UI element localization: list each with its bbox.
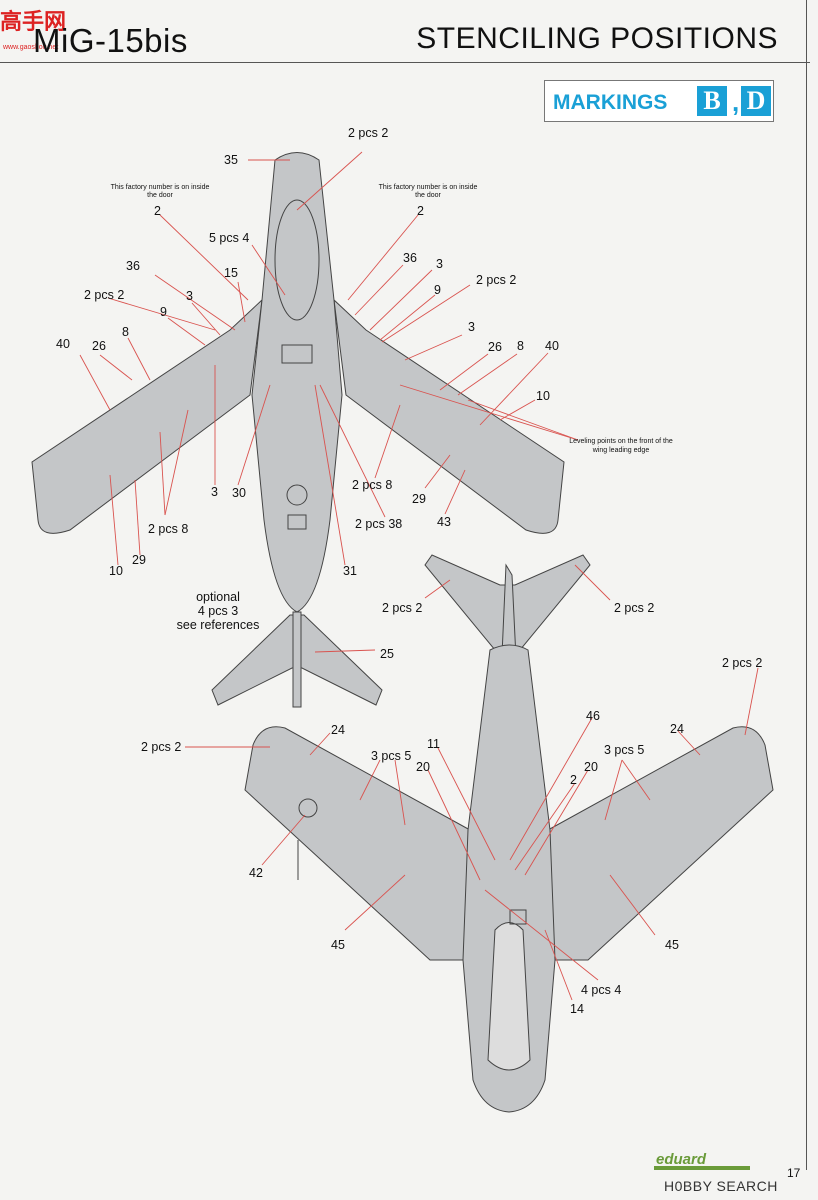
bottom-hatch [509,909,527,925]
bottom-fuselage [462,644,556,1113]
callout-b-46: 46 [586,709,600,723]
callout-10-right: 10 [536,389,550,403]
markings-label: MARKINGS [553,91,668,114]
top-view-aircraft [31,152,565,708]
callout-2pcs8-center: 2 pcs 8 [352,478,393,492]
marking-letter-d: D [741,86,771,116]
callout-2pcs2-left: 2 pcs 2 [84,288,125,302]
optional-line-3: see references [176,618,260,632]
callout-b-14: 14 [570,1002,584,1016]
top-left-wing [31,298,263,534]
callout-9-left: 9 [160,305,167,319]
callout-8-left: 8 [122,325,129,339]
callout-3-left-a: 3 [186,289,193,303]
callout-36-left: 36 [126,259,140,273]
callout-b-24-right: 24 [670,722,684,736]
bottom-panel-42 [298,798,318,818]
callout-29-right: 29 [412,492,426,506]
note-leveling: Leveling points on the front of the wing… [569,438,673,454]
callout-30: 30 [232,486,246,500]
callout-b-20-left: 20 [416,760,430,774]
top-hatch [287,514,307,530]
marking-letter-b: B [697,86,727,116]
top-tail-fin [292,611,302,708]
bottom-canopy-bulge [487,922,531,1071]
page-number: 17 [787,1166,801,1180]
top-center-panel [281,344,313,364]
brand-logo: eduard [656,1151,707,1168]
watermark-logo: 高手网 www.gaoshou.net [0,0,80,62]
callout-b-20-right: 20 [584,760,598,774]
page-border-right [806,0,807,1170]
callout-3-bottom: 3 [211,485,218,499]
callout-2pcs2-top: 2 pcs 2 [348,126,389,140]
note-door-right: This factory number is on inside the doo… [378,184,478,199]
callout-35: 35 [224,153,238,167]
bottom-left-wing [244,726,471,961]
marking-separator: , [732,87,740,117]
callout-40-right: 40 [545,339,559,353]
watermark-url: www.gaoshou.net [3,44,59,51]
callout-b-42: 42 [249,866,263,880]
callout-43: 43 [437,515,451,529]
callout-b-2: 2 [570,773,577,787]
callout-15: 15 [224,266,238,280]
callout-2-right: 2 [417,204,424,218]
optional-line-1: optional [196,590,240,604]
watermark-text: 高手网 [0,9,67,34]
callout-3-right-a: 3 [436,257,443,271]
callout-26-right: 26 [488,340,502,354]
callout-2pcs38: 2 pcs 38 [355,517,403,531]
callout-5pcs4: 5 pcs 4 [209,231,250,245]
callout-b-24-left: 24 [331,723,345,737]
section-title: STENCILING POSITIONS [416,22,778,55]
callout-29-left: 29 [132,553,146,567]
callout-b-11: 11 [427,737,440,751]
source-watermark: H0BBY SEARCH [664,1178,778,1194]
callout-40-left: 40 [56,337,70,351]
leader-lines [79,151,759,1001]
bottom-view-aircraft [244,554,774,1113]
callout-36-right: 36 [403,251,417,265]
callout-b-2pcs2-wingtip-left: 2 pcs 2 [141,740,182,754]
callout-b-45-right: 45 [665,938,679,952]
top-intake-panel [274,199,320,321]
callout-b-2pcs2-tail-right: 2 pcs 2 [614,601,655,615]
callout-31: 31 [343,564,357,578]
callout-b-4pcs4: 4 pcs 4 [581,983,622,997]
callout-26-left: 26 [92,339,106,353]
callout-2-left: 2 [154,204,161,218]
page-title: MiG-15bis [33,22,188,59]
optional-line-2: 4 pcs 3 [197,604,239,618]
bottom-right-wing [547,726,774,961]
brand-underline [654,1166,750,1170]
callout-b-45-left: 45 [331,938,345,952]
callout-9-right: 9 [434,283,441,297]
callout-b-2pcs2-tail-left: 2 pcs 2 [382,601,423,615]
callout-25: 25 [380,647,394,661]
callout-10-left: 10 [109,564,123,578]
callout-b-3pcs5-right: 3 pcs 5 [604,743,645,757]
callout-2pcs2-right: 2 pcs 2 [476,273,517,287]
markings-badge: MARKINGS B , D [544,80,774,122]
top-fuselage [251,152,343,613]
top-access-panel [286,484,308,506]
note-door-left: This factory number is on inside the doo… [110,184,210,199]
callout-2pcs8-left: 2 pcs 8 [148,522,189,536]
callout-b-3pcs5-left: 3 pcs 5 [371,749,412,763]
callout-3-right-b: 3 [468,320,475,334]
optional-note: optional 4 pcs 3 see references [173,590,263,632]
top-right-wing [333,298,565,534]
callout-8-right: 8 [517,339,524,353]
header-divider [0,62,810,63]
callout-b-2pcs2-wingtip-right: 2 pcs 2 [722,656,763,670]
